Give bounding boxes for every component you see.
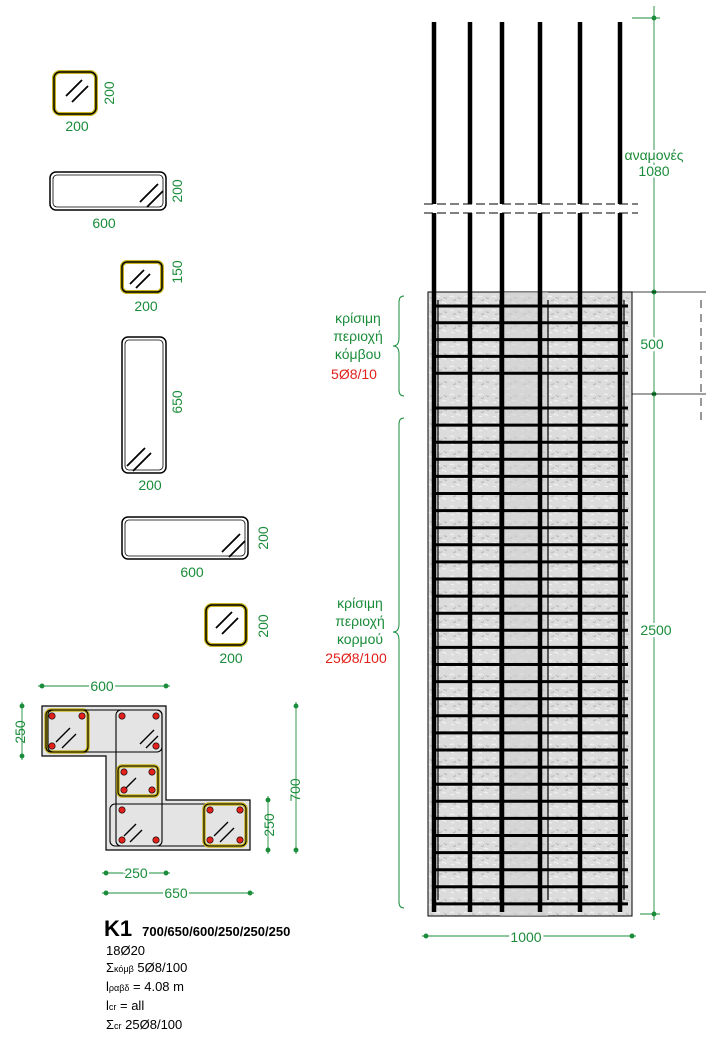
- section-dim-right-total: 700: [287, 778, 303, 802]
- joint-zone-dim: 500: [640, 336, 664, 352]
- legend-joint-stirrups: Σκόμβ 5Ø8/100: [106, 960, 188, 975]
- stirrup-200x650: 200 650: [121, 336, 185, 493]
- section-dim-bottom-inner: 250: [124, 865, 148, 881]
- stirrup-600x200-lower: 600 200: [121, 516, 271, 580]
- stirrup-3-width-label: 200: [134, 298, 158, 314]
- stirrup-details: 200 200 600 200 200 150 200 650: [49, 70, 271, 666]
- stirrup-3-height-label: 150: [169, 260, 185, 284]
- stirrup-200x200-top: 200 200: [52, 70, 117, 134]
- web-zone-line-3: κορμού: [337, 631, 383, 647]
- stirrup-5-width-label: 600: [180, 564, 204, 580]
- legend-bars: 18Ø20: [106, 943, 146, 958]
- joint-zone-line-2: περιοχή: [333, 328, 383, 344]
- stirrup-2-height-label: 200: [169, 179, 185, 203]
- legend-scr: Σcr 25Ø8/100: [106, 1017, 183, 1032]
- column-width-dim: 1000: [510, 929, 541, 945]
- section-dim-top: 600: [90, 678, 114, 694]
- web-zone-line-1: κρίσιμη: [337, 595, 383, 611]
- joint-zone-line-1: κρίσιμη: [335, 310, 381, 326]
- stirrup-2-width-label: 600: [92, 215, 116, 231]
- stirrup-200x150: 200 150: [120, 260, 185, 314]
- cross-section: 600 250 700 250 250 650: [12, 676, 303, 903]
- column-dimensions: 700/650/600/250/250/250: [142, 924, 291, 939]
- web-zone-dim: 2500: [640, 622, 671, 638]
- stirrup-200x200-bottom: 200 200: [204, 603, 271, 666]
- stirrup-6-width-label: 200: [219, 650, 243, 666]
- section-dim-right-lower: 250: [261, 813, 277, 837]
- stirrup-4-height-label: 650: [169, 390, 185, 414]
- stirrup-1-width-label: 200: [65, 118, 89, 134]
- legend-lcr: lcr = all: [106, 998, 145, 1013]
- column-legend: K1 700/650/600/250/250/250 18Ø20 Σκόμβ 5…: [104, 916, 404, 1035]
- legend-bar-length: lραβδ = 4.08 m: [106, 979, 184, 994]
- column-name: K1: [104, 916, 133, 941]
- stirrup-6-height-label: 200: [255, 614, 271, 638]
- section-dim-bottom-total: 650: [164, 885, 188, 901]
- web-zone-line-2: περιοχή: [335, 613, 385, 629]
- stirrup-4-width-label: 200: [138, 477, 162, 493]
- web-zone-spec: 25Ø8/100: [325, 650, 387, 666]
- starter-bars-length: 1080: [638, 163, 669, 179]
- joint-zone-spec: 5Ø8/10: [331, 366, 377, 382]
- column-elevation: αναμονές 1080 500 2500 1000 κρίσιμη περι…: [325, 6, 706, 948]
- starter-bars-label: αναμονές: [624, 147, 683, 163]
- stirrup-1-height-label: 200: [101, 81, 117, 105]
- column-hoops: [432, 304, 628, 906]
- joint-zone-line-3: κόμβου: [335, 346, 381, 362]
- stirrup-5-height-label: 200: [255, 526, 271, 550]
- stirrup-600x200: 600 200: [49, 171, 185, 231]
- section-dim-left: 250: [12, 720, 28, 744]
